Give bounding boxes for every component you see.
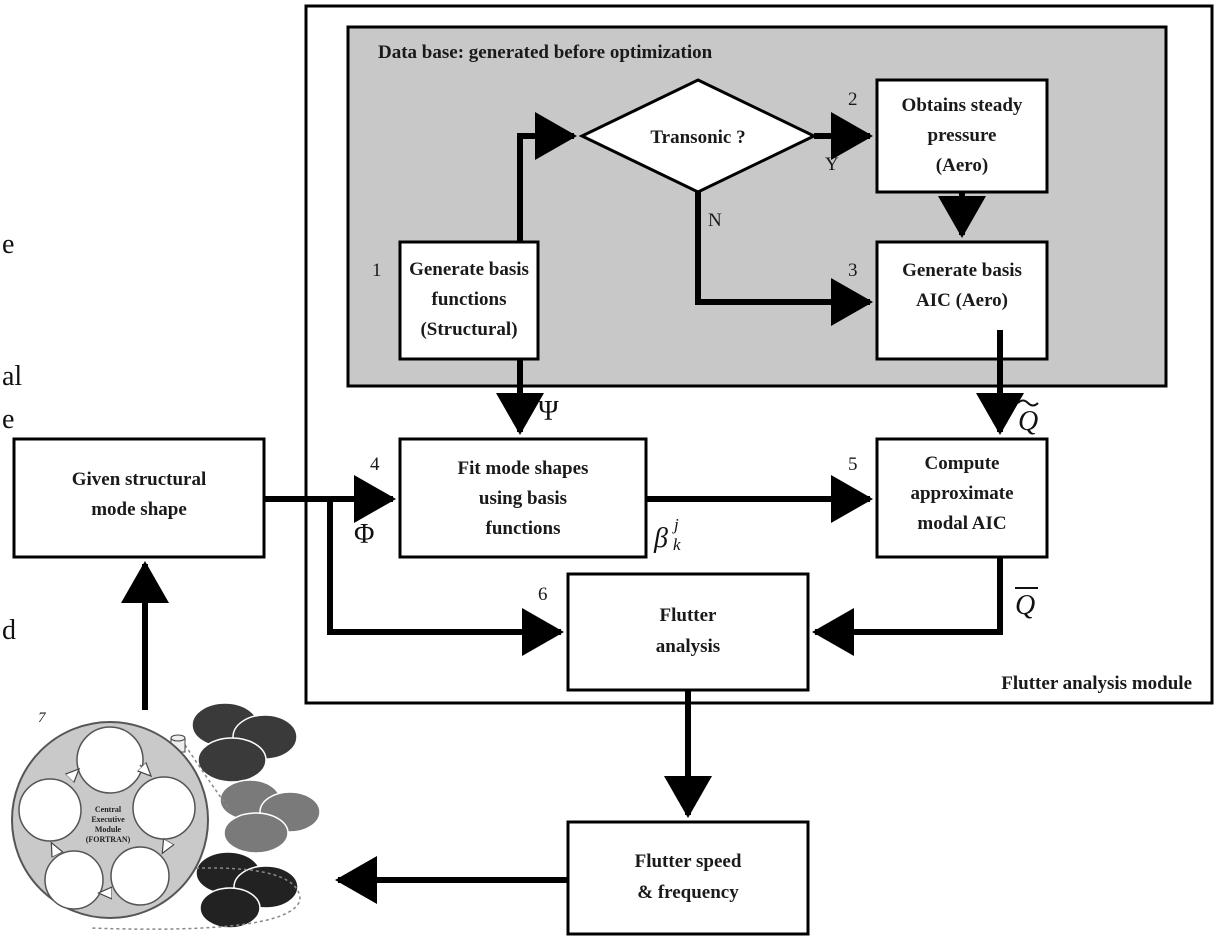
central-executive-module: 7 Centr — [11, 702, 321, 930]
n7-center-line-4: (FORTRAN) — [86, 835, 131, 844]
n7-center-line-1: Central — [95, 805, 122, 814]
inner-circle — [110, 846, 170, 906]
box-flutter-analysis: Flutter analysis — [566, 572, 810, 692]
n7-center-line-3: Module — [95, 825, 122, 834]
box-fit-mode-shapes: Fit mode shapes using basis functions — [398, 437, 648, 559]
n6-line-1: Flutter — [660, 605, 718, 626]
given-line-2: mode shape — [91, 499, 187, 520]
inner-circle — [132, 776, 196, 840]
n1-line-3: (Structural) — [420, 319, 517, 340]
n4-number: 4 — [370, 454, 380, 475]
left-text-fragments: e al e d — [2, 229, 22, 646]
n2-line-3: (Aero) — [936, 155, 988, 176]
n5-line-3: modal AIC — [917, 513, 1006, 534]
psi-symbol: Ψ — [538, 396, 559, 427]
n4-line-3: functions — [486, 518, 561, 539]
transonic-label: Transonic ? — [650, 127, 745, 148]
module-title: Flutter analysis module — [1001, 673, 1192, 694]
n2-number: 2 — [848, 89, 858, 110]
arrow-decision-no — [695, 192, 873, 326]
label-no: N — [708, 210, 722, 231]
n1-line-1: Generate basis — [409, 259, 529, 280]
svg-text:k: k — [673, 535, 681, 554]
database-title: Data base: generated before optimization — [378, 42, 713, 63]
arrow-5-to-6 — [812, 557, 1003, 656]
fragment-1: e — [2, 229, 14, 260]
beta-symbol: β j k — [653, 515, 681, 554]
fragment-3: e — [2, 404, 14, 435]
svg-text:j: j — [672, 515, 679, 534]
n7-number: 7 — [38, 710, 47, 726]
n4-line-2: using basis — [479, 488, 567, 509]
connectors — [121, 112, 1024, 904]
n3-line-1: Generate basis — [902, 260, 1022, 281]
n5-line-1: Compute — [925, 453, 1000, 474]
fragment-2: al — [2, 361, 22, 392]
mid-ellipse — [223, 812, 289, 854]
n5-line-2: approximate — [910, 483, 1013, 504]
inner-circle — [44, 850, 104, 910]
fragment-4: d — [2, 615, 16, 646]
n6-line-2: analysis — [656, 636, 720, 657]
box-flutter-speed-frequency: Flutter speed & frequency — [566, 820, 810, 936]
n3-line-2: AIC (Aero) — [916, 290, 1008, 311]
box-obtains-steady-pressure: Obtains steady pressure (Aero) — [875, 78, 1049, 194]
inner-circle — [18, 778, 82, 842]
box-generate-basis-aic: Generate basis AIC (Aero) — [875, 240, 1049, 361]
svg-text:Q: Q — [1018, 406, 1038, 437]
svg-text:Q: Q — [1015, 590, 1035, 621]
output-line-1: Flutter speed — [635, 851, 742, 872]
box-compute-modal-aic: Compute approximate modal AIC — [875, 437, 1049, 559]
n4-line-1: Fit mode shapes — [458, 458, 589, 479]
arrow-1-to-decision — [517, 112, 577, 242]
n2-line-2: pressure — [928, 125, 997, 146]
dark-ellipse — [197, 737, 267, 783]
n7-center-line-2: Executive — [91, 815, 125, 824]
phi-symbol: Φ — [354, 519, 374, 550]
svg-text:β: β — [653, 523, 668, 554]
n3-number: 3 — [848, 260, 858, 281]
n5-number: 5 — [848, 454, 858, 475]
q-bar-symbol: Q — [1015, 587, 1038, 621]
label-yes: Y — [825, 154, 839, 175]
n2-line-1: Obtains steady — [902, 95, 1023, 116]
output-line-2: & frequency — [637, 882, 739, 903]
black-ellipse — [199, 887, 261, 929]
given-line-1: Given structural — [72, 469, 207, 490]
n1-number: 1 — [372, 260, 382, 281]
inner-circle — [76, 726, 144, 794]
n6-number: 6 — [538, 584, 548, 605]
box-given-structural-mode-shape: Given structural mode shape — [12, 437, 266, 559]
arrow-phi-to-6 — [327, 499, 564, 656]
box-generate-basis-functions: Generate basis functions (Structural) — [398, 240, 540, 361]
n1-line-2: functions — [432, 289, 507, 310]
q-tilde-symbol: Q — [1017, 399, 1039, 437]
